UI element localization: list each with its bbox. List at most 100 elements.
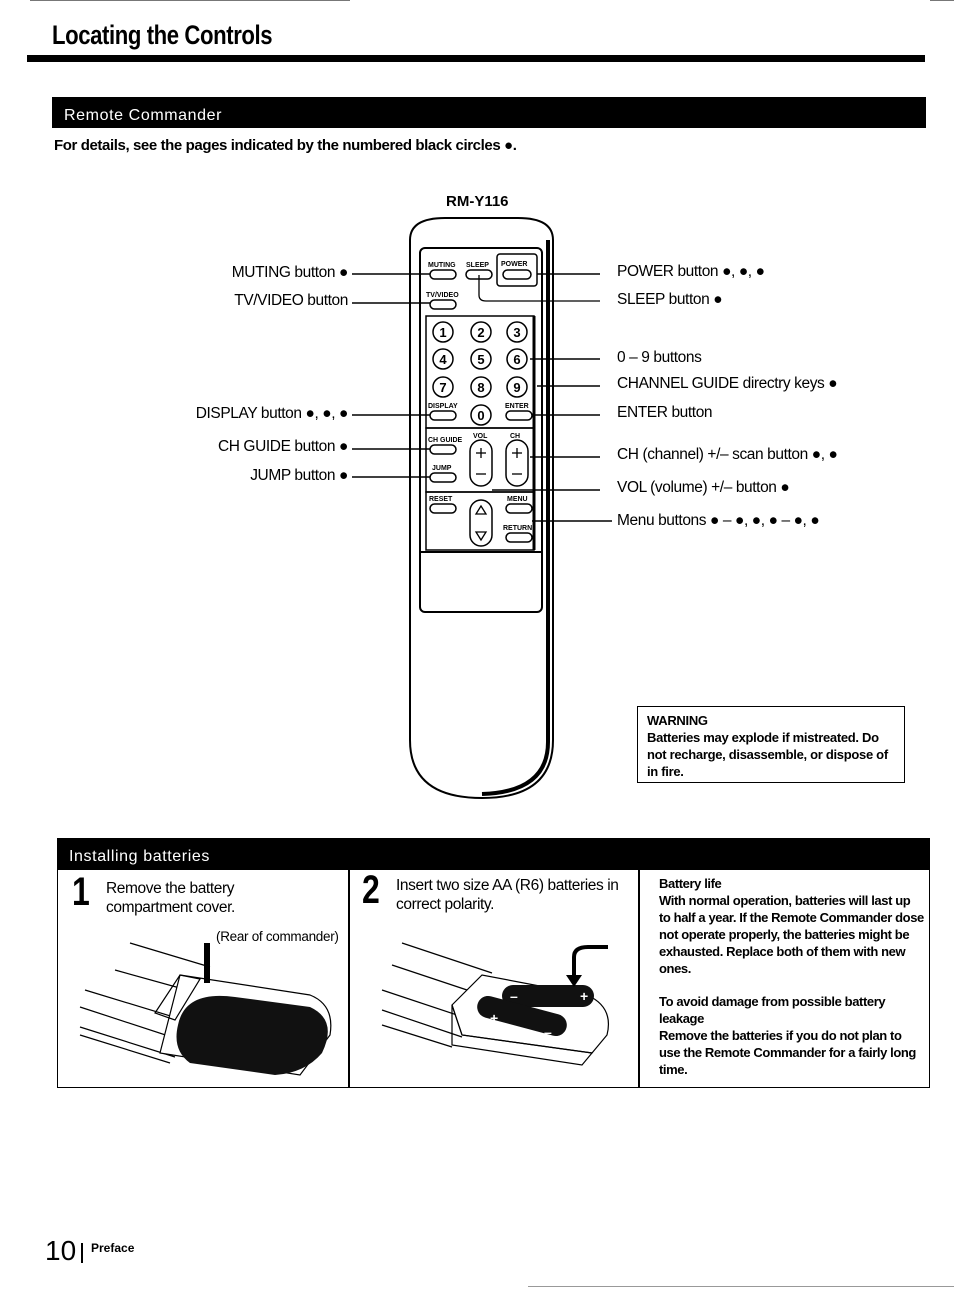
ch-guide-label: CH GUIDE button ● (217, 438, 348, 455)
details-note: For details, see the pages indicated by … (54, 137, 517, 154)
battery-divider-2 (638, 870, 640, 1088)
remove-cover-illustration (79, 942, 332, 1076)
reset-key (429, 503, 457, 514)
menu-joystick (469, 499, 493, 547)
footer-section: Preface (91, 1241, 135, 1255)
digit-key-5 (470, 348, 492, 370)
step1-caption: (Rear of commander) (216, 929, 339, 944)
return-key-label: RETURN (503, 525, 532, 532)
ch-guide-key (429, 444, 457, 455)
remote-body-shadow (481, 240, 550, 796)
reset-key-label: RESET (429, 496, 453, 503)
digit-label-3: 3 (513, 325, 520, 340)
digit-label-6: 6 (513, 352, 520, 367)
muting-key (429, 269, 457, 280)
digit-key-1 (432, 321, 454, 343)
step1-number: 1 (72, 870, 90, 914)
tv-video-label: TV/VIDEO button (234, 292, 348, 309)
battery-bottom-shape (477, 995, 567, 1037)
step2-text: Insert two size AA (R6) batteries in cor… (396, 877, 619, 913)
warning-box: WARNING Batteries may explode if mistrea… (637, 706, 905, 783)
muting-label: MUTING button ● (231, 264, 349, 281)
svg-text:–: – (510, 988, 518, 1004)
digit-key-0 (470, 404, 492, 426)
digit-label-9: 9 (513, 380, 520, 395)
display-key-label: DISPLAY (428, 403, 458, 410)
ch-guide-key-label: CH GUIDE (428, 437, 463, 444)
digit-key-7 (432, 376, 454, 398)
svg-text:–: – (544, 1024, 552, 1040)
enter-label: ENTER button (617, 404, 713, 421)
insert-batteries-illustration: –+ +– (381, 942, 609, 1066)
power-label: POWER button ●, ●, ● (617, 263, 765, 280)
digit-label-1: 1 (439, 325, 446, 340)
digit-key-8 (470, 376, 492, 398)
step2-number: 2 (362, 868, 380, 912)
menu-key (505, 503, 533, 514)
installing-batteries-bar: Installing batteries (57, 838, 930, 870)
jump-label: JUMP button ● (250, 467, 348, 484)
digit-label-0: 0 (477, 408, 484, 423)
remote-commander-bar: Remote Commander (52, 97, 926, 128)
footer-separator (81, 1243, 83, 1263)
tv-video-key (429, 299, 457, 310)
vol-key-label: VOL (473, 433, 488, 440)
remote-diagram: MUTING SLEEP POWER TV/VIDEO DISPLAY ENTE… (352, 217, 612, 800)
svg-text:+: + (580, 988, 588, 1004)
battery-panel (57, 870, 930, 1088)
tv-video-key-label: TV/VIDEO (426, 292, 459, 299)
page-number: 10 (45, 1235, 77, 1266)
battery-life-info: Battery life With normal operation, batt… (659, 875, 924, 1078)
insert-arrow-icon (572, 945, 608, 981)
digit-label-7: 7 (439, 380, 446, 395)
menu-label: Menu buttons ● – ●, ●, ● – ●, ● (617, 512, 820, 529)
battery-top-shape (502, 985, 594, 1007)
sleep-key-label: SLEEP (466, 262, 489, 269)
power-key (502, 269, 532, 280)
digits-label: 0 – 9 buttons (617, 349, 702, 366)
ch-scan-label: CH (channel) +/– scan button ●, ● (617, 446, 838, 463)
battery-life-heading: Battery life (659, 876, 722, 891)
digit-key-4 (432, 348, 454, 370)
digit-label-5: 5 (477, 352, 484, 367)
ch-key-label: CH (510, 433, 520, 440)
digit-key-9 (506, 376, 528, 398)
display-key (429, 410, 457, 421)
svg-text:+: + (490, 1010, 498, 1026)
remote-body-outline (409, 217, 554, 800)
page-title: Locating the Controls (52, 20, 273, 50)
enter-key (505, 410, 533, 421)
warning-body: Batteries may explode if mistreated. Do … (647, 730, 888, 779)
digit-label-2: 2 (477, 325, 484, 340)
leakage-heading: To avoid damage from possible battery le… (659, 994, 886, 1026)
digit-label-4: 4 (439, 352, 447, 367)
menu-key-label: MENU (507, 496, 528, 503)
battery-life-body: With normal operation, batteries will la… (659, 893, 924, 976)
power-key-label: POWER (501, 261, 527, 268)
jump-key-label: JUMP (432, 465, 452, 472)
step1-text: Remove the battery compartment cover. (106, 880, 235, 916)
enter-key-label: ENTER (505, 403, 529, 410)
warning-title: WARNING (647, 713, 708, 728)
leakage-body: Remove the batteries if you do not plan … (659, 1028, 916, 1077)
title-rule (27, 55, 925, 62)
remote-faceplate (419, 247, 543, 613)
cover-arrow-icon (204, 943, 210, 983)
digit-key-3 (506, 321, 528, 343)
sleep-label: SLEEP button ● (617, 291, 723, 308)
channel-guide-label: CHANNEL GUIDE directry keys ● (617, 375, 838, 392)
vol-rocker (469, 439, 493, 487)
display-label: DISPLAY button ●, ●, ● (195, 405, 349, 422)
top-hairline (30, 0, 350, 1)
bottom-hairline (528, 1286, 954, 1287)
digit-key-6 (506, 348, 528, 370)
ch-rocker (505, 439, 529, 487)
digit-key-2 (470, 321, 492, 343)
jump-key (429, 472, 457, 483)
battery-divider-1 (348, 870, 350, 1088)
return-key (505, 532, 533, 543)
top-hairline-right (930, 0, 954, 1)
vol-label: VOL (volume) +/– button ● (617, 479, 790, 496)
battery-cover-shape (176, 995, 328, 1075)
digit-label-8: 8 (477, 380, 484, 395)
